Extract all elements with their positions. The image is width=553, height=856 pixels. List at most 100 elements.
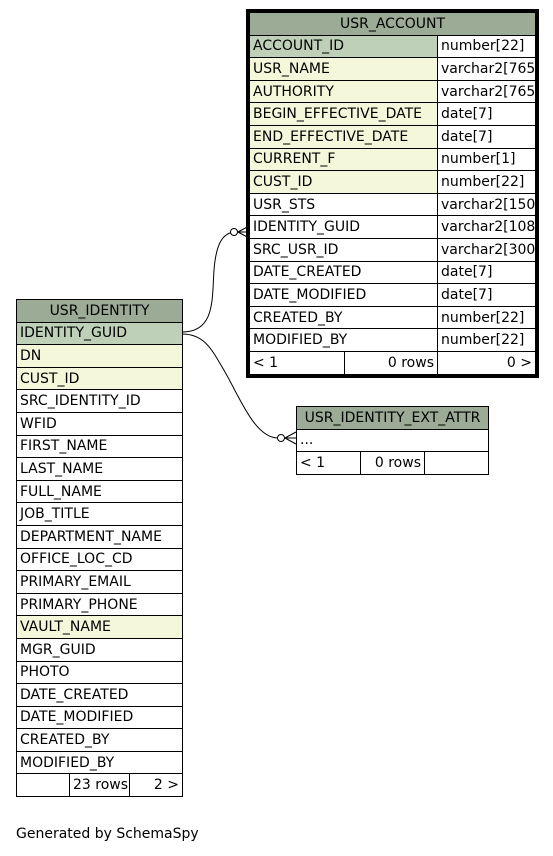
column-name: AUTHORITY [249,79,438,104]
column-row[interactable]: DEPARTMENT_NAME [16,524,183,549]
column-type: number[1] [436,147,537,172]
children-count: 0 > [436,350,537,375]
relationship-usr-identity-to-ext-attr [181,333,279,439]
column-name: END_EFFECTIVE_DATE [249,124,438,149]
column-name: DN [16,344,183,368]
column-row[interactable]: DN [16,344,183,368]
column-name: FULL_NAME [16,479,183,504]
column-name: MODIFIED_BY [249,328,438,352]
column-name: LAST_NAME [16,457,183,481]
column-name: BEGIN_EFFECTIVE_DATE [249,102,438,126]
column-type: number[22] [436,34,537,59]
column-row[interactable]: PRIMARY_EMAIL [16,570,183,594]
column-name: IDENTITY_GUID [16,321,183,346]
column-row[interactable]: DATE_CREATED [16,683,183,707]
column-name: IDENTITY_GUID [249,215,438,239]
column-name: PRIMARY_PHONE [16,592,183,617]
crowfoot-zero-marker-ext-attr [277,434,285,442]
parents-count: < 1 [249,350,345,375]
column-name: WFID [16,411,183,436]
column-name: OFFICE_LOC_CD [16,547,183,572]
column-type: varchar2[150] [436,192,537,217]
column-name: DEPARTMENT_NAME [16,524,183,549]
column-row[interactable]: JOB_TITLE [16,502,183,526]
column-name: PRIMARY_EMAIL [16,570,183,594]
column-row[interactable]: IDENTITY_GUID [16,321,183,346]
column-name: CURRENT_F [249,147,438,172]
column-type: number[22] [436,328,537,352]
column-name: ... [295,428,490,453]
column-name: ACCOUNT_ID [249,34,438,59]
relationship-usr-identity-to-usr-account [181,231,237,333]
row-count: 0 rows [360,451,425,475]
column-name: MODIFIED_BY [16,750,183,775]
column-name: DATE_CREATED [249,260,438,285]
column-row[interactable]: PRIMARY_PHONE [16,592,183,617]
crowfoot-many-marker-ext-attr [284,431,297,445]
table-title-usr-account[interactable]: USR_ACCOUNT [248,12,537,36]
column-row[interactable]: DATE_MODIFIED [16,705,183,730]
column-row[interactable]: CREATED_BY [16,728,183,752]
column-row[interactable]: CUST_ID [16,366,183,391]
column-row[interactable]: PHOTO [16,660,183,685]
column-type: varchar2[765] [436,57,537,81]
column-name: PHOTO [16,660,183,685]
table-title-usr-identity[interactable]: USR_IDENTITY [16,299,183,323]
column-row[interactable]: ... [295,428,490,453]
column-row[interactable]: MGR_GUID [16,637,183,662]
column-row[interactable]: FULL_NAME [16,479,183,504]
children-count: 2 > [129,773,183,798]
column-name: MGR_GUID [16,637,183,662]
column-name: CREATED_BY [249,305,438,330]
row-count: 0 rows [344,350,438,375]
column-type: date[7] [436,124,537,149]
column-type: date[7] [436,260,537,285]
column-name: JOB_TITLE [16,502,183,526]
column-row[interactable]: FIRST_NAME [16,434,183,459]
column-name: DATE_MODIFIED [16,705,183,730]
column-type: varchar2[108] [436,215,537,239]
column-row[interactable]: VAULT_NAME [16,615,183,639]
column-type: number[22] [436,170,537,194]
column-type: number[22] [436,305,537,330]
crowfoot-many-marker-usr-account [237,225,250,239]
table-title-usr-identity-ext-attr[interactable]: USR_IDENTITY_EXT_ATTR [295,406,490,430]
row-count: 23 rows [69,773,130,798]
crowfoot-zero-marker-usr-account [230,228,238,236]
column-row[interactable]: LAST_NAME [16,457,183,481]
column-name: FIRST_NAME [16,434,183,459]
column-row[interactable]: SRC_IDENTITY_ID [16,389,183,413]
column-type: date[7] [436,102,537,126]
parents-count: < 1 [296,451,361,475]
column-name: USR_STS [249,192,438,217]
column-row[interactable]: MODIFIED_BY [16,750,183,775]
column-name: SRC_USR_ID [249,237,438,262]
column-row[interactable]: WFID [16,411,183,436]
column-row[interactable]: OFFICE_LOC_CD [16,547,183,572]
generated-by-label: Generated by SchemaSpy [16,826,199,842]
column-name: USR_NAME [249,57,438,81]
column-type: varchar2[300] [436,237,537,262]
column-type: date[7] [436,283,537,307]
column-name: CUST_ID [16,366,183,391]
